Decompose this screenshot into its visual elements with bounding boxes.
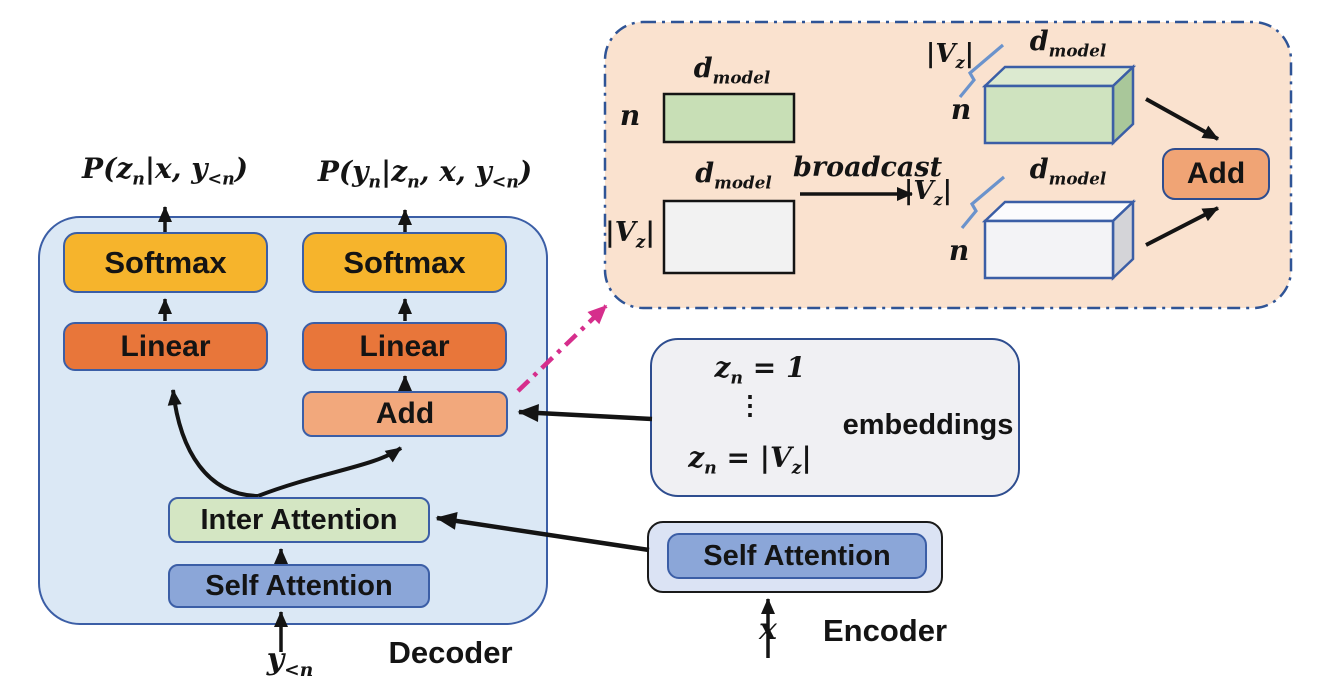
embeddings-dots: ⋮ xyxy=(737,391,763,421)
tensor-green-cuboid xyxy=(981,64,1137,146)
decoder-label: Decoder xyxy=(388,635,513,670)
add-box: Add xyxy=(302,391,508,437)
encoder-input-label: x xyxy=(759,612,777,647)
decoder-input-label: y<n xyxy=(266,642,314,681)
encoder-label: Encoder xyxy=(822,613,948,648)
matrix-green xyxy=(662,92,796,144)
tensor-white-rows-label: n xyxy=(948,234,970,267)
softmax-right-box: Softmax xyxy=(302,232,507,293)
tensor-white-cuboid xyxy=(981,199,1137,281)
tensor-white-depth-label: |Vz| xyxy=(903,176,953,210)
tensor-green-cols-label: dmodel xyxy=(1029,26,1107,61)
inter-attention-box: Inter Attention xyxy=(168,497,430,543)
tensor-green-depth-label: |Vz| xyxy=(925,39,975,73)
tensor-white-cols-label: dmodel xyxy=(1029,154,1107,189)
arrow-tensor-white-to-add xyxy=(1145,206,1219,247)
arrow-tensor-green-to-add xyxy=(1145,97,1219,141)
self-attention-encoder-box: Self Attention xyxy=(667,533,927,579)
embeddings-line1: zn = 1 xyxy=(714,351,806,389)
inset-add-box: Add xyxy=(1162,148,1270,200)
matrix-green-rows-label: n xyxy=(619,99,641,132)
matrix-white-cols-label: dmodel xyxy=(695,158,772,193)
linear-right-box: Linear xyxy=(302,322,507,371)
output-prob-y-label: P(yn|zn, x, y<n) xyxy=(317,155,533,193)
softmax-left-box: Softmax xyxy=(63,232,268,293)
embeddings-panel xyxy=(650,338,1020,497)
embeddings-line2: zn = |Vz| xyxy=(688,441,812,479)
matrix-green-cols-label: dmodel xyxy=(693,53,771,88)
depth-tick-white xyxy=(960,175,1006,230)
matrix-white-rows-label: |Vz| xyxy=(604,217,656,252)
embeddings-label: embeddings xyxy=(842,409,1014,441)
self-attention-decoder-box: Self Attention xyxy=(168,564,430,608)
matrix-white xyxy=(662,199,796,275)
linear-left-box: Linear xyxy=(63,322,268,371)
output-prob-z-label: P(zn|x, y<n) xyxy=(82,152,248,190)
tensor-green-rows-label: n xyxy=(950,93,972,126)
